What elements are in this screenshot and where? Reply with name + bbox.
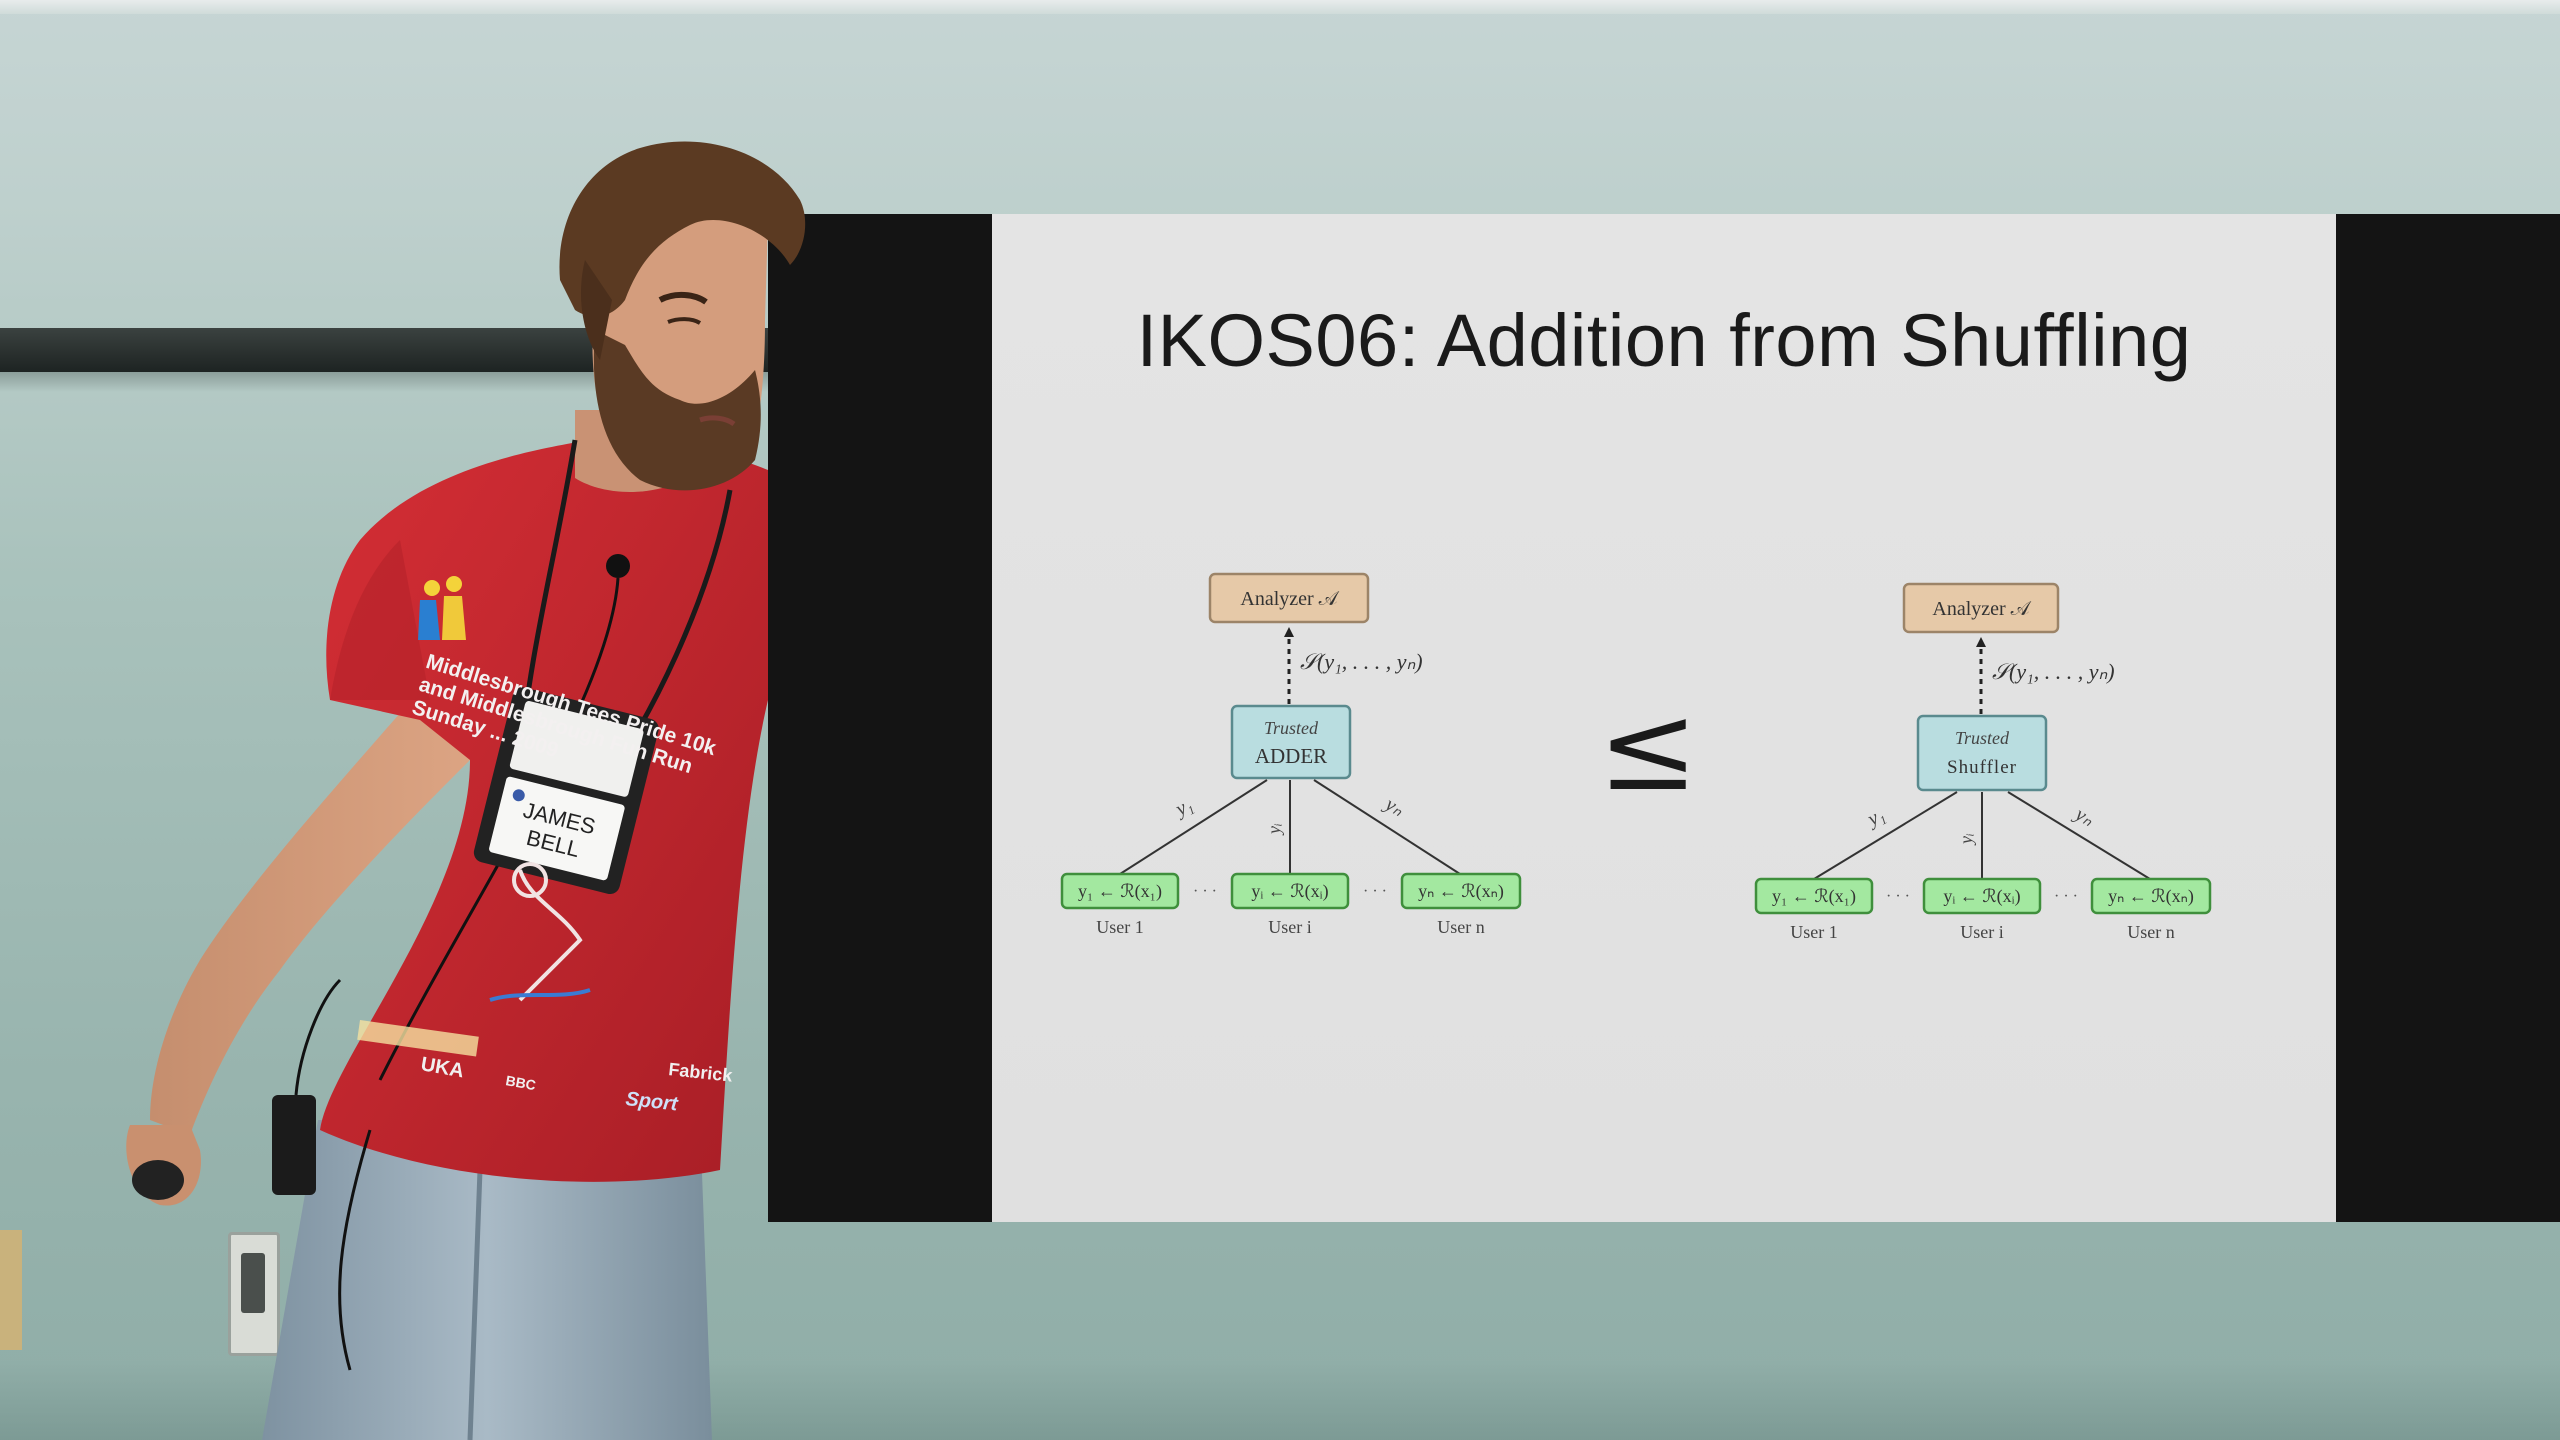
right-edge-label-n: yₙ	[2070, 802, 2098, 831]
left-user-i-formula: yᵢ ← ℛ(xᵢ)	[1251, 881, 1328, 902]
jeans-seam	[467, 1169, 483, 1440]
badge-top-card	[509, 701, 644, 797]
left-output-label: 𝒮(y₁, . . . , yₙ)	[1300, 649, 1423, 674]
wall-outlet-plate	[228, 1232, 280, 1356]
left-edge-label-1: y₁	[1170, 794, 1196, 822]
ceiling-strip	[0, 0, 2560, 14]
badge-logo-icon	[512, 789, 525, 802]
left-user-1-formula: y₁ ← ℛ(x₁)	[1078, 881, 1162, 902]
right-user-1-caption: User 1	[1790, 922, 1838, 942]
left-edge-label-i: yᵢ	[1264, 823, 1284, 836]
right-user-i-formula: yᵢ ← ℛ(xᵢ)	[1943, 886, 2020, 907]
right-edge-label-1: y₁	[1862, 804, 1888, 832]
name-badge: JAMES BELL	[473, 687, 659, 894]
left-user-i-caption: User i	[1268, 917, 1312, 937]
slide-title: IKOS06: Addition from Shuffling	[1136, 299, 2192, 382]
badge-name-card	[489, 776, 625, 881]
right-user-1-box	[1754, 877, 1874, 915]
projection-screen: IKOS06: Addition from Shuffling Analyzer…	[768, 214, 2560, 1222]
mic-transmitter	[272, 1095, 316, 1195]
left-user-i-box	[1230, 872, 1350, 910]
wall-panel-edge	[0, 1230, 22, 1350]
right-dots-2: · · ·	[2054, 888, 2078, 905]
slide-diagrams: Analyzer 𝒜 𝒮(y₁, . . . , yₙ) Trusted ADD…	[1060, 572, 2212, 942]
leq-symbol: ≤	[1598, 679, 1699, 818]
left-analyzer-box	[1208, 572, 1370, 624]
right-analyzer-label: Analyzer 𝒜	[1932, 598, 2031, 620]
right-user-1-formula: y₁ ← ℛ(x₁)	[1772, 886, 1856, 907]
speaker-hair	[559, 141, 806, 317]
shirt-print-figures	[418, 576, 591, 1002]
left-trusted-box	[1230, 704, 1352, 780]
left-edge-label-n: yₙ	[1380, 792, 1408, 821]
sponsor-2: BBC	[504, 1072, 537, 1093]
wall-outlet-socket	[241, 1253, 265, 1313]
right-edge-n	[2007, 791, 2151, 880]
left-dots-2: · · ·	[1363, 883, 1387, 900]
right-user-i-box	[1922, 877, 2042, 915]
left-analyzer-label: Analyzer 𝒜	[1240, 588, 1339, 610]
left-user-n-box	[1400, 872, 1522, 910]
left-edge-n	[1313, 779, 1461, 875]
shirt-sleeve-shade	[330, 540, 430, 700]
hanging-cable	[338, 1129, 372, 1371]
left-dots-1: · · ·	[1193, 883, 1217, 900]
speaker-brow	[658, 292, 708, 305]
left-diagram: Analyzer 𝒜 𝒮(y₁, . . . , yₙ) Trusted ADD…	[1060, 572, 1522, 937]
right-user-n-box	[2090, 877, 2212, 915]
left-trusted-label: Trusted	[1264, 718, 1319, 738]
right-edge-label-i: yᵢ	[1956, 833, 1976, 846]
left-adder-label: ADDER	[1255, 744, 1327, 768]
right-trusted-box	[1916, 714, 2048, 792]
right-edge-1	[1813, 791, 1958, 880]
left-edge-1	[1119, 779, 1268, 875]
left-user-n-formula: yₙ ← ℛ(xₙ)	[1418, 881, 1504, 902]
left-user-1-caption: User 1	[1096, 917, 1144, 937]
right-shuffler-label: Shuffler	[1947, 757, 2017, 778]
right-dots-1: · · ·	[1886, 888, 1910, 905]
clicker-remote	[132, 1160, 184, 1200]
speaker-mouth	[699, 415, 736, 427]
right-user-n-caption: User n	[2127, 922, 2175, 942]
transmitter-cable	[294, 978, 342, 1096]
wall-board-shadow	[0, 372, 780, 392]
right-output-label: 𝒮(y₁, . . . , yₙ)	[1992, 659, 2115, 684]
right-user-i-caption: User i	[1960, 922, 2004, 942]
speaker-eye	[667, 317, 702, 325]
left-user-n-caption: User n	[1437, 917, 1485, 937]
speaker-beard	[593, 330, 761, 491]
right-user-n-formula: yₙ ← ℛ(xₙ)	[2108, 886, 2194, 907]
slide: IKOS06: Addition from Shuffling Analyzer…	[992, 214, 2336, 1222]
right-diagram: Analyzer 𝒜 𝒮(y₁, . . . , yₙ) Trusted Shu…	[1754, 582, 2212, 942]
right-analyzer-box	[1902, 582, 2060, 634]
left-user-1-box	[1060, 872, 1180, 910]
lapel-microphone	[606, 554, 630, 578]
right-trusted-label: Trusted	[1955, 728, 2010, 748]
speaker-arm	[150, 690, 470, 1135]
speaker-sideburn	[580, 260, 612, 360]
speaker-jeans	[262, 1120, 712, 1440]
shirt-sponsor-strip	[357, 1020, 479, 1057]
